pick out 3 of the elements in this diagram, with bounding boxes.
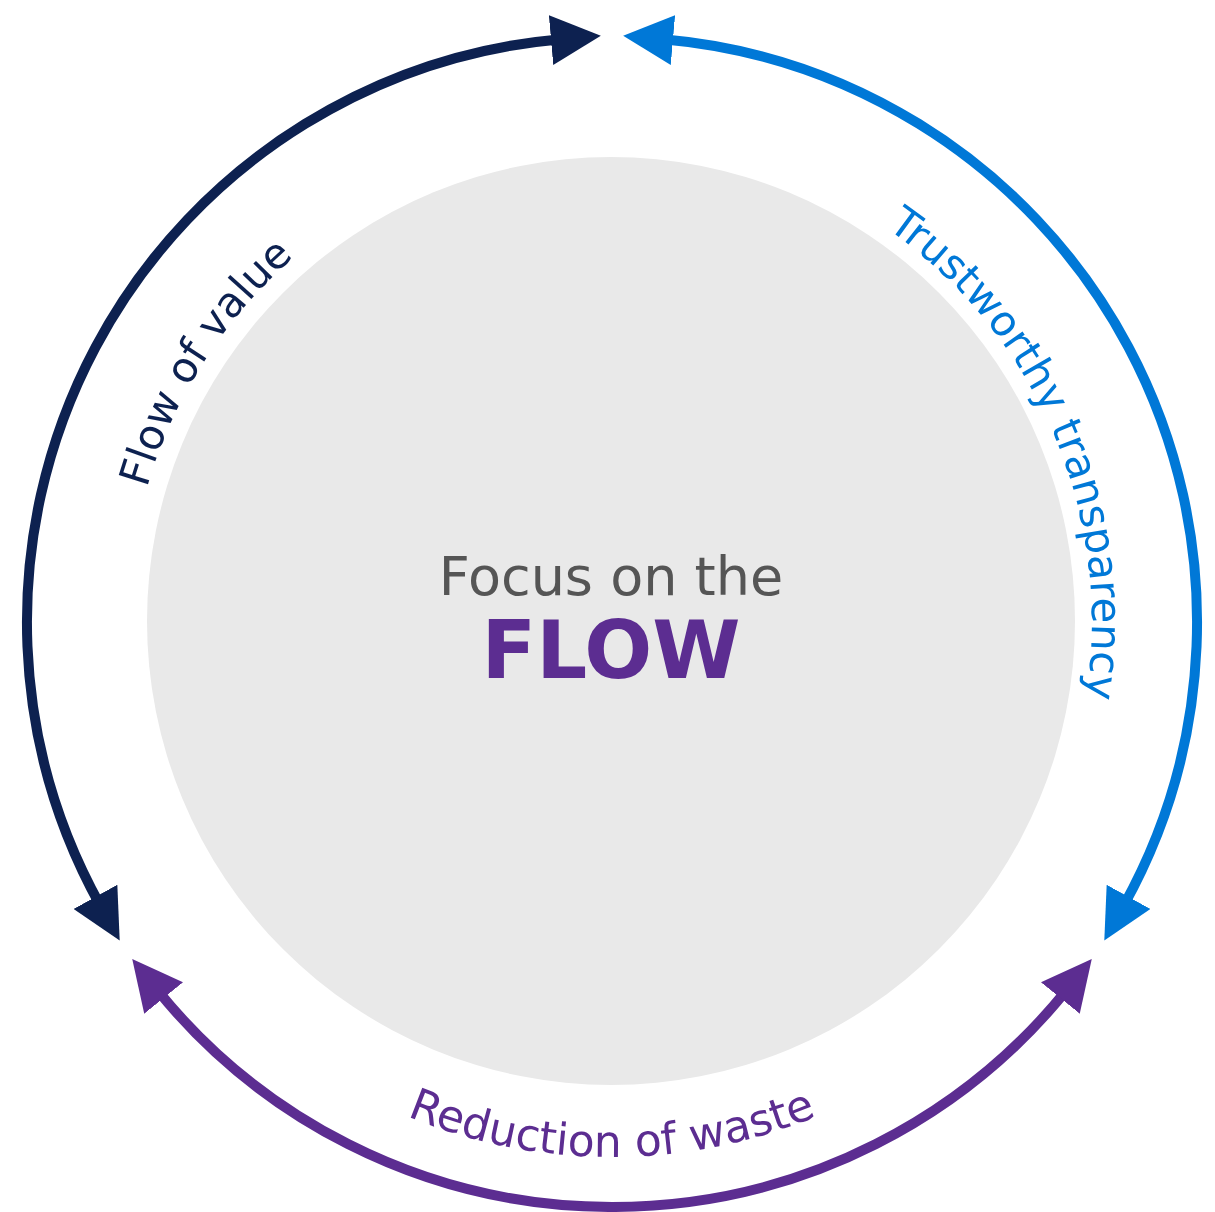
title-text: FLOW bbox=[481, 606, 741, 695]
heading-text: Focus on the bbox=[438, 547, 784, 607]
arc-label: Reduction of waste bbox=[403, 1078, 821, 1168]
